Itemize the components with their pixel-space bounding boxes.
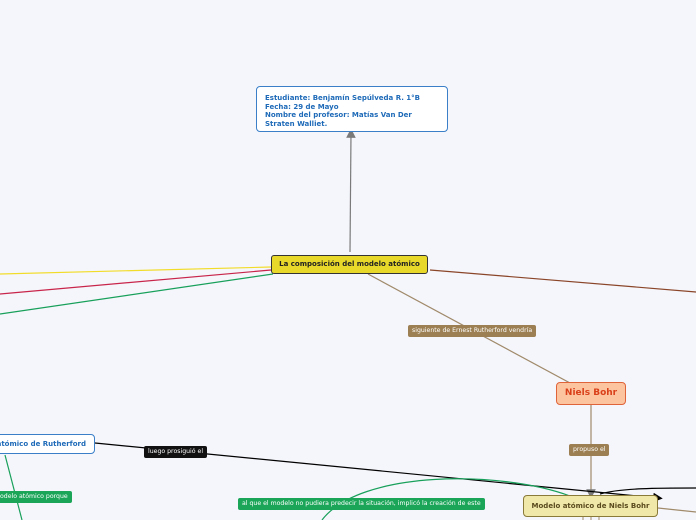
branch-yellow — [0, 266, 272, 275]
branch-green — [0, 273, 274, 315]
label-continued[interactable]: luego prosiguió el — [144, 446, 208, 458]
node-rutherford-model[interactable]: atómico de Rutherford — [0, 434, 95, 454]
link-model-right — [657, 507, 696, 513]
student-line: Estudiante: Benjamín Sepúlveda R. 1°B — [265, 94, 421, 102]
label-rutherford-next[interactable]: siguiente de Ernest Rutherford vendría — [408, 325, 537, 337]
link-right-black — [599, 487, 696, 495]
node-bohr-model[interactable]: Modelo atómico de Niels Bohr — [523, 495, 658, 517]
link-central-info — [346, 128, 356, 253]
branch-brown — [429, 269, 696, 293]
teacher-line: Nombre del profesor: Matías Van Der — [265, 111, 412, 120]
student-info-box[interactable]: Estudiante: Benjamín Sepúlveda R. 1°B Fe… — [256, 86, 448, 132]
branch-red — [0, 269, 272, 295]
central-topic[interactable]: La composición del modelo atómico — [271, 255, 428, 274]
node-niels-bohr[interactable]: Niels Bohr — [556, 382, 626, 405]
teacher-line-cont: Straten Walliet. — [265, 119, 328, 128]
label-model-because[interactable]: odelo atómico porque — [0, 491, 72, 503]
date-line: Fecha: 29 de Mayo — [265, 102, 339, 111]
label-prediction[interactable]: al que el modelo no pudiera predecir la … — [238, 498, 485, 510]
link-green-rutherford — [4, 454, 23, 520]
label-proposed[interactable]: propuso el — [569, 444, 610, 456]
